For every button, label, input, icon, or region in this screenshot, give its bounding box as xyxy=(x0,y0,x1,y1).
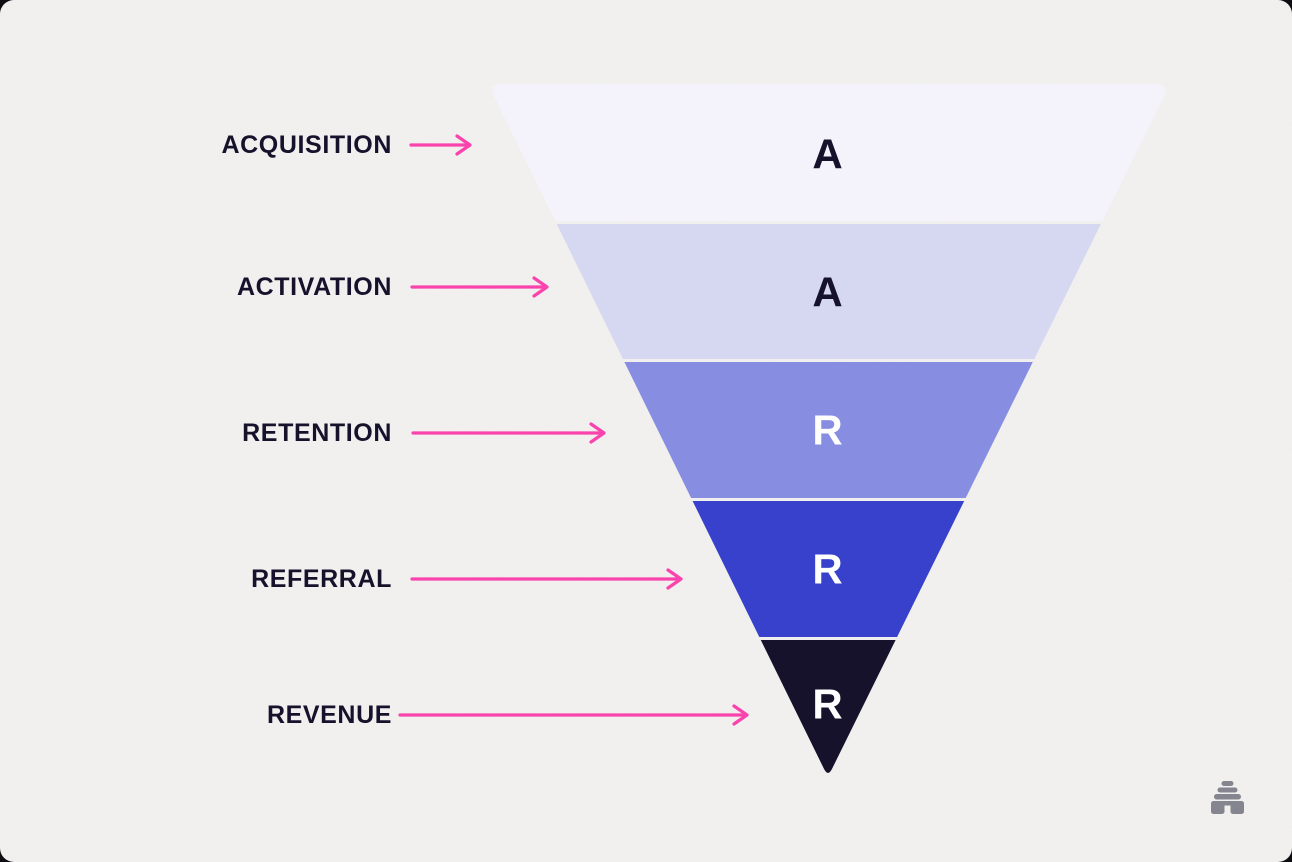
arrow-activation xyxy=(410,276,549,298)
stage-label-activation: ACTIVATION xyxy=(237,273,392,301)
stage-letter-revenue: R xyxy=(812,681,843,728)
arrow-acquisition xyxy=(409,134,472,156)
stage-label-referral: REFERRAL xyxy=(251,565,392,593)
stage-letter-acquisition: A xyxy=(812,131,843,178)
stage-letter-referral: R xyxy=(812,546,843,593)
funnel-segment-acquisition xyxy=(492,84,1166,221)
stage-label-retention: RETENTION xyxy=(242,419,392,447)
beehive-icon xyxy=(1211,781,1244,814)
stage-label-revenue: REVENUE xyxy=(267,701,392,729)
arrow-referral xyxy=(410,568,683,590)
stage-label-acquisition: ACQUISITION xyxy=(222,131,393,159)
arrow-revenue xyxy=(398,704,749,726)
stage-letter-activation: A xyxy=(812,269,843,316)
stage-letter-retention: R xyxy=(812,407,843,454)
arrow-retention xyxy=(411,422,606,444)
